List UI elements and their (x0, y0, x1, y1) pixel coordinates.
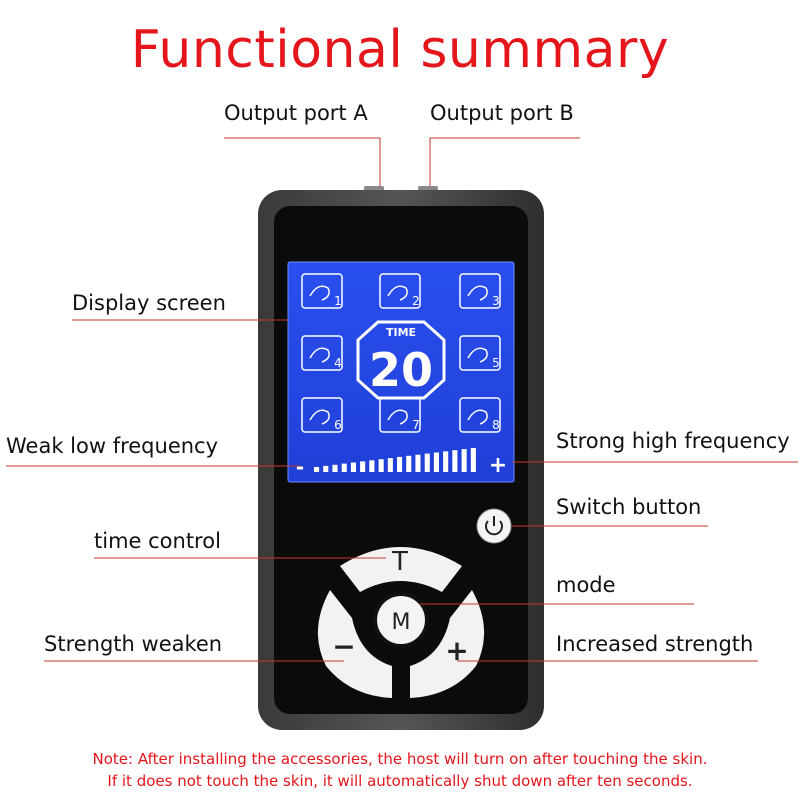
mode-number-3: 3 (492, 294, 500, 308)
note-line-1: Note: After installing the accessories, … (92, 750, 708, 768)
mode-button-label: M (392, 610, 411, 635)
plus-button[interactable] (410, 590, 485, 698)
time-button-label: T (391, 547, 408, 577)
screen-plus: + (489, 453, 507, 478)
mode-number-7: 7 (412, 418, 420, 432)
display-screen (287, 261, 515, 483)
note-line-2: If it does not touch the skin, it will a… (107, 772, 693, 790)
page-title: Functional summary (130, 20, 670, 80)
bar-segment (452, 450, 458, 472)
label-switch-button: Switch button (556, 495, 702, 519)
bar-segment (433, 452, 439, 472)
mode-icon-1: 1 (301, 273, 343, 309)
time-value: 20 (369, 343, 433, 397)
screen-minus: - (296, 455, 304, 479)
mode-icons: 1 2 3 4 5 6 7 8 (301, 273, 501, 433)
mode-icon-8: 8 (459, 397, 501, 433)
bar-segment (314, 467, 320, 472)
mode-number-2: 2 (412, 294, 420, 308)
bar-segment (360, 461, 366, 472)
mode-icon-5: 5 (459, 335, 501, 371)
bar-segment (378, 459, 384, 472)
mode-number-8: 8 (492, 418, 500, 432)
label-increased-strength: Increased strength (556, 632, 754, 656)
bar-segment (461, 449, 467, 472)
time-label: TIME (386, 326, 416, 339)
bar-segment (369, 460, 375, 472)
bar-segment (470, 448, 476, 472)
bar-segment (332, 464, 338, 472)
mode-icon-4: 4 (301, 335, 343, 371)
mode-icon-3: 3 (459, 273, 501, 309)
mode-number-4: 4 (334, 356, 342, 370)
bar-segment (424, 453, 430, 472)
minus-button[interactable] (317, 590, 392, 698)
mode-button[interactable] (373, 592, 429, 648)
label-strong-high-frequency: Strong high frequency (556, 429, 790, 453)
label-display-screen: Display screen (72, 291, 226, 315)
bar-segment (443, 451, 449, 472)
mode-number-6: 6 (334, 418, 342, 432)
mode-icon-2: 2 (379, 273, 421, 309)
bar-segment (397, 456, 403, 472)
bar-segment (341, 463, 347, 472)
bar-segment (350, 462, 356, 472)
label-output-port-a: Output port A (224, 101, 368, 125)
mode-icon-6: 6 (301, 397, 343, 433)
mode-number-5: 5 (492, 356, 500, 370)
label-mode: mode (556, 573, 616, 597)
label-weak-low-frequency: Weak low frequency (6, 434, 219, 458)
bar-segment (387, 458, 393, 472)
bar-segment (415, 454, 421, 472)
label-strength-weaken: Strength weaken (44, 632, 223, 656)
intensity-bar (314, 448, 476, 472)
bar-segment (406, 455, 412, 472)
leader-lines (6, 137, 798, 662)
time-frame (356, 320, 446, 400)
mode-number-1: 1 (334, 294, 342, 308)
bar-segment (323, 465, 329, 472)
label-time-control: time control (94, 529, 221, 553)
power-icon (485, 516, 503, 536)
minus-button-label: − (332, 630, 355, 663)
plus-button-label: + (445, 634, 468, 667)
label-output-port-b: Output port B (430, 101, 574, 125)
